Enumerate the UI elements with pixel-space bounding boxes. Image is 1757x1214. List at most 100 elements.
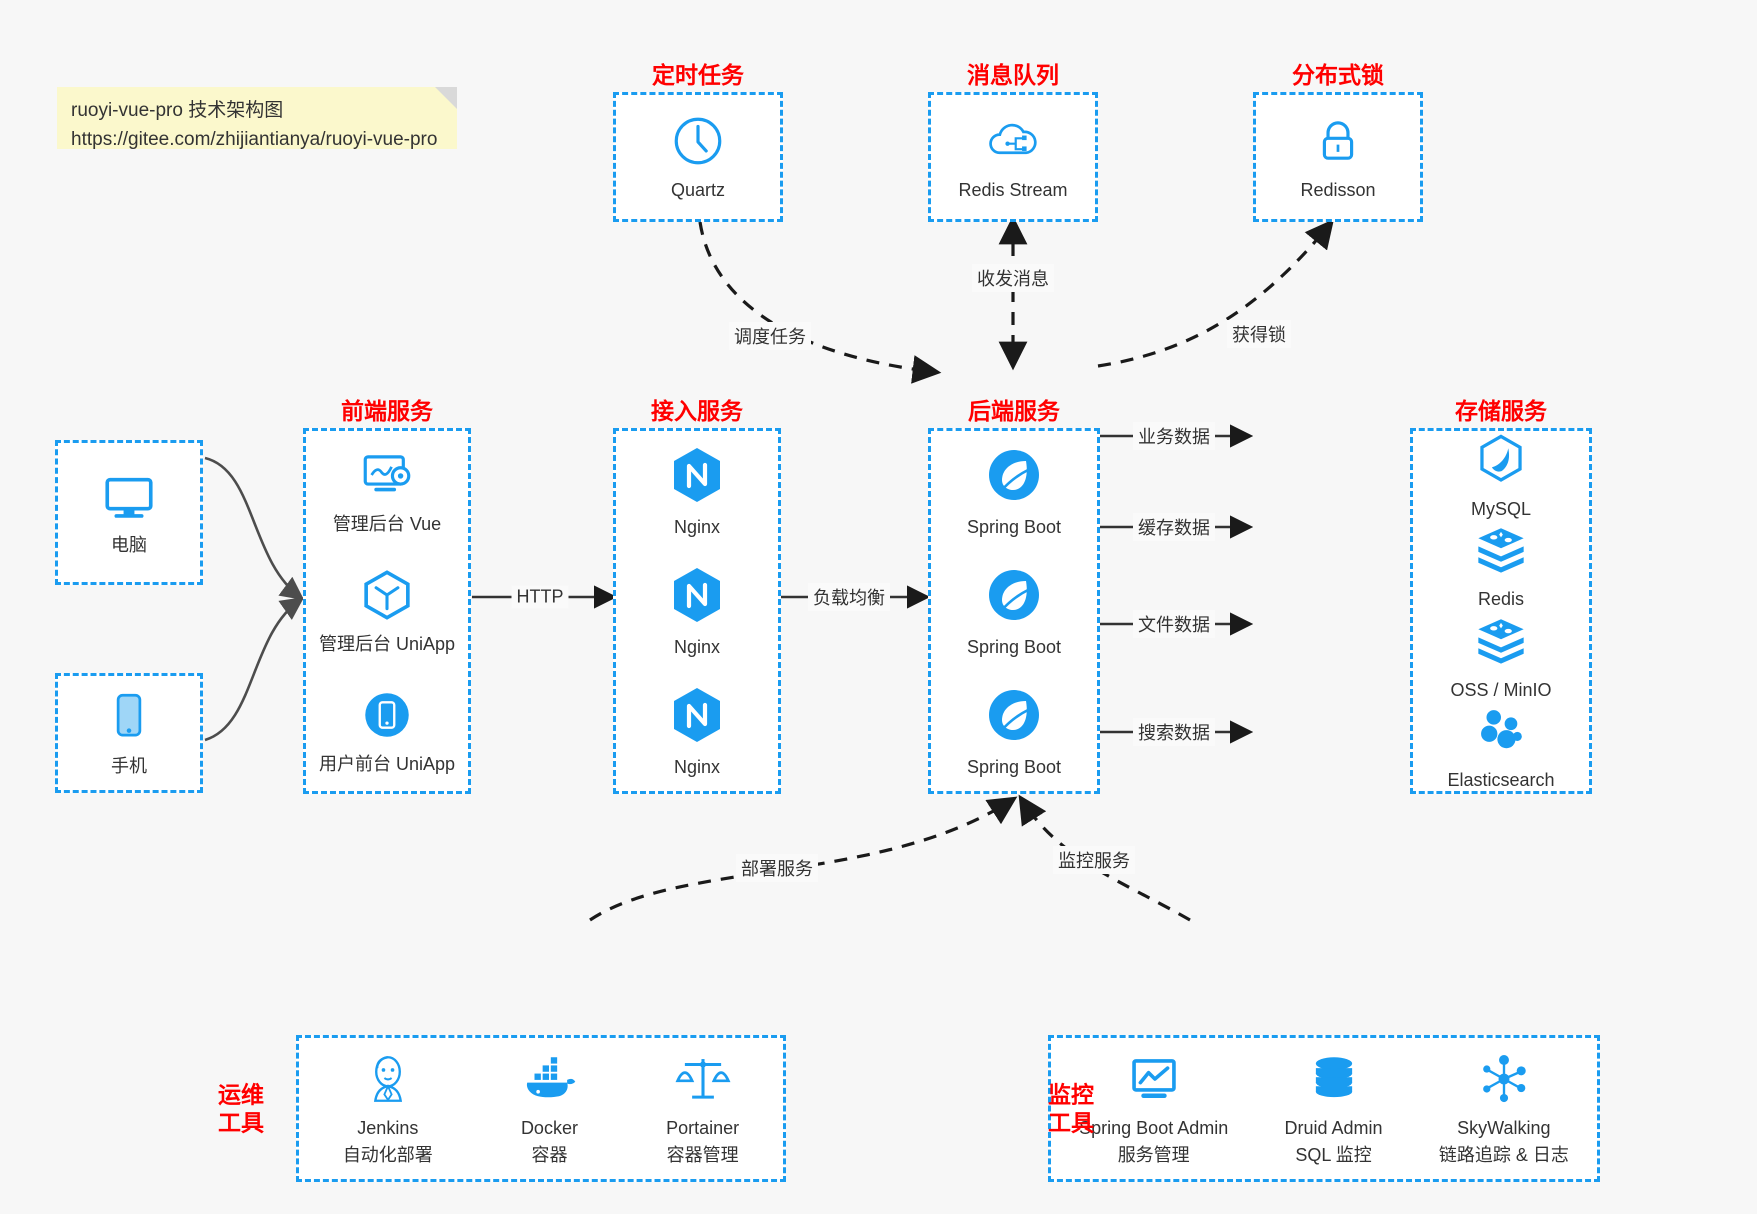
- note-fold-corner: [435, 87, 457, 109]
- node-spring-boot-2[interactable]: Spring Boot: [967, 563, 1061, 659]
- edge-label-http: HTTP: [511, 585, 569, 609]
- edge-label-file-data: 文件数据: [1133, 610, 1215, 638]
- group-access-box: Nginx Nginx Nginx: [613, 428, 781, 794]
- node-spring-boot-admin[interactable]: Spring Boot Admin 服务管理: [1079, 1050, 1228, 1167]
- group-message-queue-title: 消息队列: [967, 62, 1059, 88]
- node-phone[interactable]: 手机: [100, 688, 158, 778]
- node-nginx-3-label: Nginx: [673, 756, 721, 777]
- node-mysql[interactable]: MySQL: [1471, 431, 1531, 521]
- edge-label-deploy-service: 部署服务: [736, 854, 818, 882]
- edge-label-monitor-service: 监控服务: [1053, 846, 1135, 874]
- node-oss-minio-label: OSS / MinIO: [1450, 679, 1552, 700]
- group-devops-box: Jenkins 自动化部署 Docker 容器: [296, 1035, 786, 1182]
- node-redis-label: Redis: [1477, 589, 1525, 610]
- node-nginx-1[interactable]: Nginx: [665, 443, 729, 539]
- node-spring-boot-2-label: Spring Boot: [966, 636, 1062, 657]
- node-elasticsearch[interactable]: Elasticsearch: [1447, 702, 1555, 792]
- node-spring-boot-3-label: Spring Boot: [966, 756, 1062, 777]
- node-spring-boot-1[interactable]: Spring Boot: [967, 443, 1061, 539]
- group-storage-box: MySQL Redis: [1410, 428, 1592, 794]
- client-computer-group: 电脑: [55, 440, 203, 585]
- group-monitoring-title-line1: 监控: [1048, 1080, 1094, 1107]
- node-user-uniapp-label: 用户前台 UniApp: [318, 753, 456, 774]
- nginx-icon: [674, 567, 720, 622]
- group-monitoring: 监控 工具 Spring Boot Admin 服务管理: [1048, 1035, 1600, 1182]
- mobile-phone-icon: [116, 693, 142, 737]
- spring-leaf-icon: [989, 449, 1039, 500]
- client-phone-group: 手机: [55, 673, 203, 793]
- node-portainer-sublabel: 容器管理: [666, 1144, 739, 1165]
- node-admin-uniapp[interactable]: 管理后台 UniApp: [319, 566, 455, 656]
- group-access-title: 接入服务: [651, 398, 743, 424]
- node-user-uniapp[interactable]: 用户前台 UniApp: [319, 686, 455, 776]
- node-redis[interactable]: Redis: [1472, 521, 1530, 611]
- group-distributed-lock-title: 分布式锁: [1292, 62, 1384, 88]
- scales-icon: [675, 1059, 731, 1099]
- node-admin-vue-label: 管理后台 Vue: [332, 513, 442, 534]
- group-monitoring-title: 监控 工具: [1048, 1080, 1678, 1138]
- edge-label-send-receive-message: 收发消息: [972, 264, 1054, 292]
- cloud-stream-icon: [989, 123, 1037, 154]
- node-nginx-3[interactable]: Nginx: [665, 683, 729, 779]
- group-distributed-lock-box: Redisson: [1253, 92, 1423, 222]
- node-docker-label: Docker: [520, 1118, 578, 1139]
- node-admin-vue[interactable]: 管理后台 Vue: [333, 446, 441, 536]
- group-message-queue: 消息队列 Redis Stream: [928, 62, 1098, 222]
- cube-icon: [364, 570, 410, 620]
- node-nginx-2[interactable]: Nginx: [665, 563, 729, 659]
- node-docker[interactable]: Docker 容器: [520, 1050, 578, 1167]
- node-spring-boot-3[interactable]: Spring Boot: [967, 683, 1061, 779]
- note-title: ruoyi-vue-pro 技术架构图: [71, 100, 284, 121]
- node-redisson[interactable]: Redisson: [1300, 112, 1376, 202]
- node-jenkins[interactable]: Jenkins 自动化部署: [343, 1050, 433, 1167]
- node-nginx-1-label: Nginx: [673, 516, 721, 537]
- mobile-app-icon: [365, 693, 409, 737]
- node-quartz[interactable]: Quartz: [669, 112, 727, 202]
- node-computer[interactable]: 电脑: [100, 467, 158, 557]
- note-url: https://gitee.com/zhijiantianya/ruoyi-vu…: [71, 128, 438, 150]
- nginx-icon: [674, 687, 720, 742]
- edge-label-business-data: 业务数据: [1133, 422, 1215, 450]
- group-devops: 运维 工具 Jenkins 自动化部署: [218, 1035, 786, 1182]
- spring-leaf-icon: [989, 689, 1039, 740]
- group-storage-title: 存储服务: [1455, 398, 1547, 424]
- group-backend-box: Spring Boot Spring Boot Spring Boot: [928, 428, 1100, 794]
- edge-label-acquire-lock: 获得锁: [1227, 320, 1291, 348]
- client-phone-box: 手机: [55, 673, 203, 793]
- node-jenkins-label: Jenkins: [357, 1118, 419, 1139]
- group-monitoring-title-line2: 工具: [1048, 1109, 1094, 1136]
- node-mysql-label: MySQL: [1470, 499, 1531, 519]
- group-frontend-box: 管理后台 Vue 管理后台 UniApp 用户前台 UniApp: [303, 428, 471, 794]
- node-jenkins-sublabel: 自动化部署: [342, 1144, 433, 1165]
- node-druid-admin-label: Druid Admin: [1284, 1118, 1383, 1139]
- edge-label-load-balance: 负载均衡: [808, 583, 890, 611]
- node-spring-boot-1-label: Spring Boot: [966, 516, 1062, 537]
- group-backend: 后端服务 Spring Boot Spring Boot: [928, 398, 1100, 794]
- edge-label-schedule-task: 调度任务: [729, 322, 811, 350]
- group-message-queue-box: Redis Stream: [928, 92, 1098, 222]
- mysql-dolphin-icon: [1480, 434, 1522, 482]
- node-spring-boot-admin-label: Spring Boot Admin: [1079, 1118, 1229, 1139]
- group-frontend-title: 前端服务: [341, 398, 433, 424]
- spring-leaf-icon: [989, 569, 1039, 620]
- dashboard-gear-icon: [363, 455, 411, 492]
- node-computer-label: 电脑: [111, 535, 147, 556]
- group-storage: 存储服务 MySQL Redis: [1410, 398, 1592, 794]
- node-redis-stream[interactable]: Redis Stream: [958, 112, 1068, 202]
- group-scheduled-task-title: 定时任务: [652, 62, 744, 88]
- node-skywalking[interactable]: SkyWalking 链路追踪 & 日志: [1439, 1050, 1569, 1167]
- node-elasticsearch-label: Elasticsearch: [1447, 769, 1555, 790]
- client-computer-box: 电脑: [55, 440, 203, 585]
- node-skywalking-label: SkyWalking: [1457, 1118, 1551, 1139]
- node-portainer-label: Portainer: [666, 1118, 740, 1139]
- node-portainer[interactable]: Portainer 容器管理: [666, 1050, 739, 1167]
- database-icon: [1315, 1057, 1352, 1098]
- node-nginx-2-label: Nginx: [673, 636, 721, 657]
- group-devops-title-line1: 运维: [218, 1080, 264, 1107]
- group-monitoring-box: Spring Boot Admin 服务管理 Druid Admin SQL 监…: [1048, 1035, 1600, 1182]
- node-druid-admin[interactable]: Druid Admin SQL 监控: [1285, 1050, 1383, 1167]
- group-scheduled-task: 定时任务 Quartz: [613, 62, 783, 222]
- node-oss-minio[interactable]: OSS / MinIO: [1450, 612, 1552, 702]
- redis-stack-icon: [1478, 618, 1524, 664]
- skywalking-node-icon: [1483, 1055, 1526, 1103]
